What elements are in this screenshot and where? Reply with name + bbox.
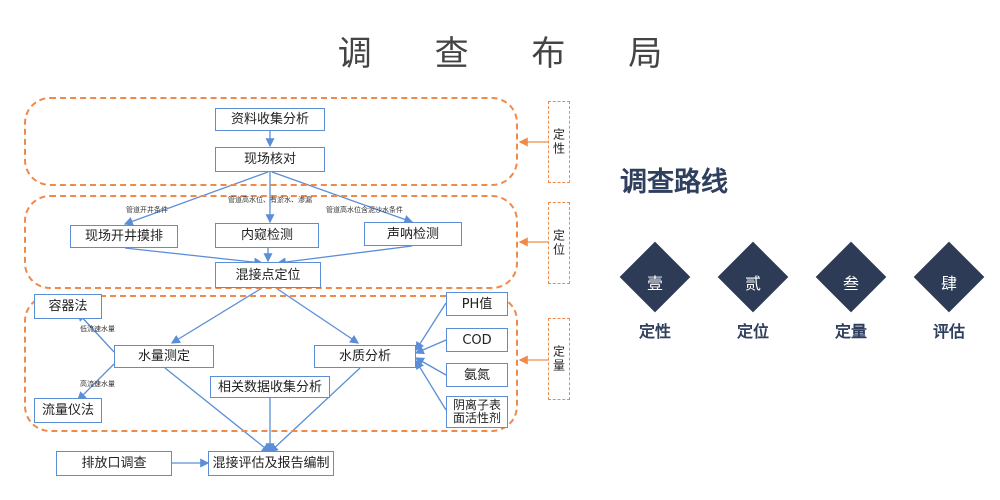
section-positioning bbox=[24, 195, 518, 289]
node-site-check: 现场核对 bbox=[215, 147, 325, 172]
section-quantitative bbox=[24, 295, 518, 432]
node-data-collection: 资料收集分析 bbox=[215, 108, 325, 131]
note-open-well: 管道开井条件 bbox=[126, 206, 168, 214]
stage-evaluation: 肆 评估 bbox=[909, 241, 989, 342]
stage-qualitative: 壹 定性 bbox=[615, 241, 695, 342]
node-open-well: 现场开井摸排 bbox=[70, 225, 178, 248]
stage-label: 评估 bbox=[932, 322, 965, 341]
side-label-qualitative: 定性 bbox=[548, 101, 570, 183]
stage-quantitative: 叁 定量 bbox=[811, 241, 891, 342]
side-label-positioning: 定位 bbox=[548, 202, 570, 284]
stage-positioning: 贰 定位 bbox=[713, 241, 793, 342]
node-report: 混接评估及报告编制 bbox=[208, 451, 334, 476]
node-water-quantity: 水量测定 bbox=[114, 345, 214, 368]
route-title: 调查路线 bbox=[620, 167, 728, 198]
note-high-water: 管道高水位、有淤水、渗漏 bbox=[228, 196, 312, 204]
section-qualitative bbox=[24, 97, 518, 186]
stage-label: 定位 bbox=[736, 322, 769, 341]
stage-label: 定性 bbox=[638, 322, 671, 341]
stage-glyph: 贰 bbox=[744, 274, 761, 293]
node-mix-locate: 混接点定位 bbox=[215, 262, 321, 288]
node-outlet-survey: 排放口调查 bbox=[56, 451, 172, 476]
node-ammonia: 氨氮 bbox=[446, 363, 508, 387]
node-flow-meter: 流量仪法 bbox=[34, 398, 102, 423]
node-ph: PH值 bbox=[446, 292, 508, 316]
note-high-speed: 高流速水量 bbox=[80, 380, 115, 388]
node-cod: COD bbox=[446, 328, 508, 352]
page-title: 调 查 布 局 bbox=[337, 34, 689, 74]
stage-glyph: 壹 bbox=[646, 274, 663, 293]
side-label-quantitative: 定量 bbox=[548, 318, 570, 400]
stage-glyph: 叁 bbox=[842, 274, 859, 293]
node-container-method: 容器法 bbox=[34, 294, 102, 319]
node-cctv: 内窥检测 bbox=[215, 223, 319, 248]
stage-glyph: 肆 bbox=[940, 274, 957, 293]
node-water-quality: 水质分析 bbox=[314, 345, 416, 368]
node-related-data: 相关数据收集分析 bbox=[210, 376, 330, 398]
stage-label: 定量 bbox=[834, 322, 867, 341]
node-sonar: 声呐检测 bbox=[364, 222, 462, 246]
node-anionic-surfactant: 阴离子表面活性剂 bbox=[446, 396, 508, 428]
note-silt: 管道高水位含泥沙水条件 bbox=[326, 206, 403, 214]
note-low-speed: 低流速水量 bbox=[80, 325, 115, 333]
